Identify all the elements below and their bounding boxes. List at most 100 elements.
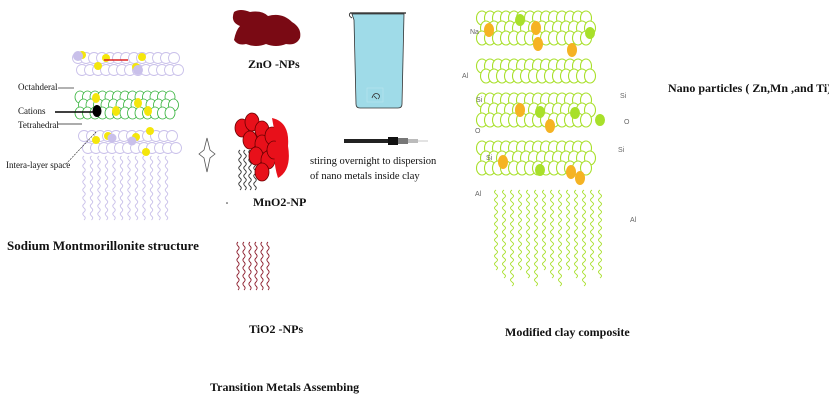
chain bbox=[598, 189, 602, 279]
atom-label: Al bbox=[475, 191, 482, 198]
chain bbox=[558, 189, 562, 287]
chain bbox=[119, 155, 124, 221]
chain bbox=[526, 189, 530, 279]
cation-dot bbox=[92, 136, 100, 144]
chain bbox=[494, 189, 498, 271]
atom-label: Al bbox=[630, 217, 637, 224]
chain bbox=[97, 155, 101, 221]
nanoparticle bbox=[567, 43, 577, 57]
arrow-right-icon bbox=[344, 137, 428, 145]
nanoparticle bbox=[531, 21, 541, 35]
chain bbox=[149, 155, 154, 221]
nanoparticle bbox=[515, 103, 525, 117]
mno2-particle bbox=[254, 162, 270, 182]
cation-dot bbox=[142, 148, 150, 156]
chain bbox=[550, 189, 554, 279]
chain bbox=[164, 155, 169, 221]
nanoparticle bbox=[545, 119, 555, 133]
clay-filled-atom bbox=[127, 136, 137, 146]
cation-dot bbox=[92, 105, 102, 117]
beaker-icon bbox=[348, 12, 406, 109]
interlayer-leader-line bbox=[65, 131, 97, 165]
organic-chains bbox=[82, 155, 169, 221]
atom-label: O bbox=[624, 119, 630, 126]
chain bbox=[534, 189, 538, 287]
chain bbox=[502, 189, 506, 279]
clay-atom bbox=[579, 112, 593, 128]
clay-atom bbox=[583, 68, 597, 84]
clay-filled-atom bbox=[585, 27, 595, 39]
atom-label: Si bbox=[486, 155, 493, 162]
label-tetrahedral: Tetrahedral bbox=[18, 120, 59, 130]
atom-label: O bbox=[475, 128, 481, 135]
tio2-chain bbox=[254, 241, 258, 291]
mno2-label: MnO2-NP bbox=[253, 195, 307, 209]
process-caption-line1: stiring overnight to dispersion bbox=[310, 156, 437, 167]
chain bbox=[542, 189, 546, 271]
chain bbox=[82, 155, 86, 221]
clay-atom bbox=[166, 130, 178, 142]
clay-filled-atom bbox=[73, 51, 83, 61]
clay-filled-atom bbox=[535, 106, 545, 118]
mno2-nanoparticle-icon bbox=[234, 112, 289, 191]
chain bbox=[574, 189, 578, 279]
sparkle-icon bbox=[198, 137, 216, 173]
cation-layer bbox=[74, 90, 179, 120]
clay-filled-atom bbox=[570, 107, 580, 119]
tetrahedral-atom bbox=[164, 106, 176, 120]
atom-label: Si bbox=[620, 93, 627, 100]
atom-label: Al bbox=[462, 73, 469, 80]
nanoparticle bbox=[484, 23, 494, 37]
nanoparticles-legend: Nano particles ( Zn,Mn ,and Ti) bbox=[668, 81, 829, 95]
chain bbox=[112, 155, 116, 221]
atom-label: Si bbox=[476, 97, 483, 104]
clay-atom bbox=[579, 160, 593, 176]
nanoparticle bbox=[498, 155, 508, 169]
label-octahedral: Octahderal bbox=[18, 82, 58, 92]
modified-clay-layers bbox=[475, 10, 605, 185]
atom-label: Si bbox=[618, 147, 625, 154]
tio2-nanoparticle-icon bbox=[236, 241, 270, 291]
label-cations: Cations bbox=[18, 106, 46, 116]
chain bbox=[238, 149, 242, 191]
clay-filled-atom bbox=[133, 65, 143, 75]
chain bbox=[134, 155, 139, 221]
tio2-chain bbox=[236, 241, 240, 291]
cation-dot bbox=[138, 53, 146, 61]
chain bbox=[157, 155, 161, 221]
tio2-label: TiO2 -NPs bbox=[249, 322, 304, 336]
chain bbox=[582, 189, 586, 287]
nanoparticle bbox=[533, 37, 543, 51]
cation-dot bbox=[144, 106, 152, 116]
clay-filled-atom bbox=[595, 114, 605, 126]
chain bbox=[104, 155, 109, 221]
tio2-chain bbox=[266, 241, 270, 291]
chain bbox=[518, 189, 522, 271]
process-caption-line2: of nano metals inside clay bbox=[310, 171, 420, 182]
clay-atom bbox=[172, 64, 184, 76]
label-interlayer-space: Intera-layer space bbox=[6, 160, 71, 170]
clay-filled-atom bbox=[107, 133, 117, 143]
chain bbox=[127, 155, 131, 221]
modified-clay-title: Modified clay composite bbox=[505, 325, 630, 339]
clay-bottom-layer bbox=[78, 127, 182, 156]
clay-filled-atom bbox=[535, 164, 545, 176]
cation-dot bbox=[112, 106, 120, 116]
nanoparticle bbox=[575, 171, 585, 185]
chain bbox=[566, 189, 570, 271]
montmorillonite-title: Sodium Montmorillonite structure bbox=[7, 238, 199, 253]
clay-top-layer bbox=[72, 51, 184, 76]
clay-atom bbox=[168, 52, 180, 64]
modified-clay-chains bbox=[494, 189, 602, 287]
chain bbox=[142, 155, 146, 221]
clay-filled-atom bbox=[515, 14, 525, 26]
cation-dot bbox=[146, 127, 154, 135]
atom-label: Na bbox=[470, 29, 479, 36]
tio2-chain bbox=[248, 241, 252, 291]
chain bbox=[89, 155, 94, 221]
tio2-chain bbox=[260, 241, 264, 291]
